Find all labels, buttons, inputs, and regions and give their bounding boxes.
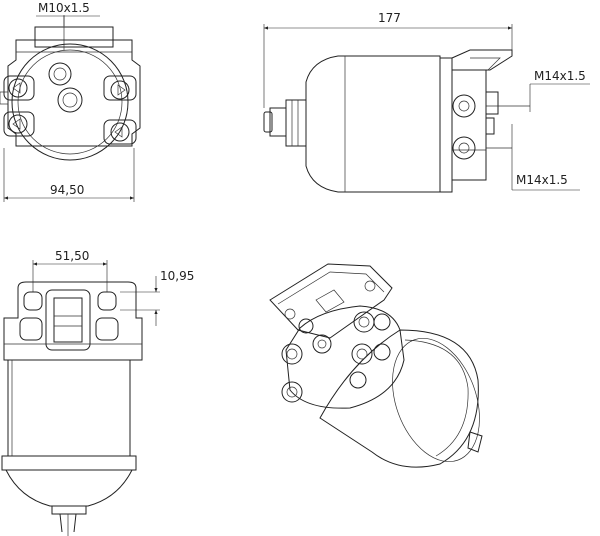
top-port-circle: [48, 62, 72, 86]
side-view: 177 M14x1.5 M14x1.5: [263, 11, 590, 193]
top-thread-dimension: M10x1.5: [38, 1, 90, 15]
iso-port-center: [298, 318, 332, 354]
rear-view: 51,50 10,95: [1, 249, 194, 536]
iso-port-top-right: [353, 311, 391, 333]
iso-port-mid-left: [281, 343, 303, 365]
flange-offset-dimension: 10,95: [160, 269, 194, 283]
iso-port-mid-right: [351, 343, 391, 365]
lower-port-thread-dimension: M14x1.5: [516, 173, 568, 187]
isometric-view: [269, 263, 483, 468]
upper-port-thread-dimension: M14x1.5: [534, 69, 586, 83]
bolt-spacing-dimension: 51,50: [55, 249, 89, 263]
head-width-dimension: 94,50: [50, 183, 84, 197]
overall-length-dimension: 177: [378, 11, 401, 25]
iso-port-bottom-left: [281, 381, 303, 403]
front-view: 94,50 M10x1.5: [0, 1, 141, 202]
